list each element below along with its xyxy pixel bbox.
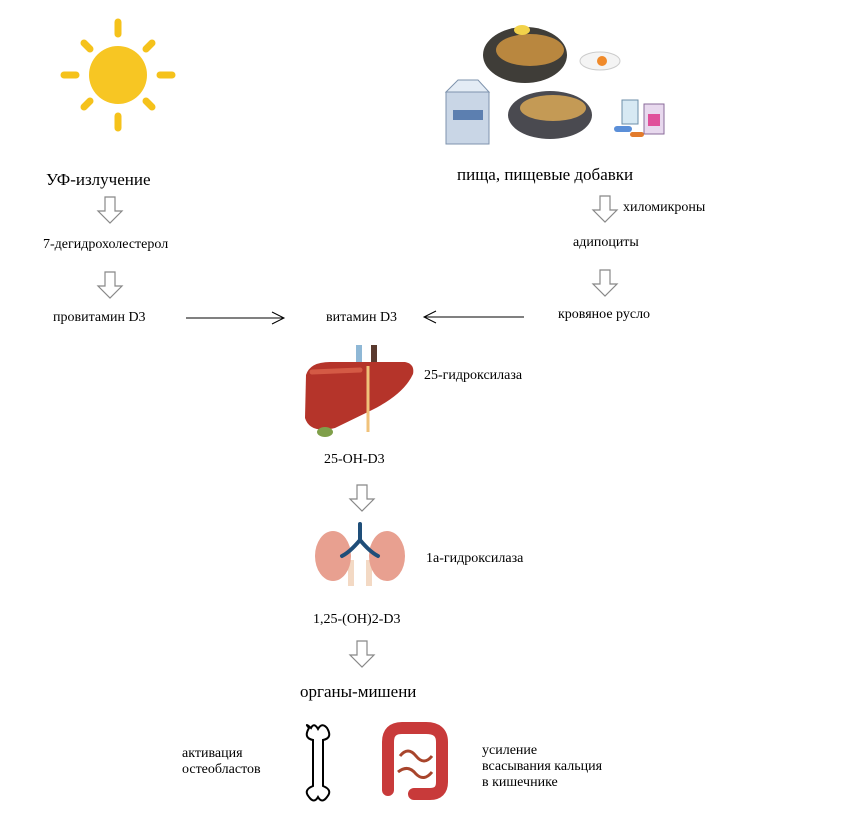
arrow-blood-to-vitamin — [422, 310, 524, 324]
bone-effect-line-2: остеобластов — [182, 762, 261, 777]
uv-radiation-label: УФ-излучение — [46, 170, 151, 189]
arrow-uv-to-dhc — [96, 196, 124, 224]
intestine-effect-text: усиление всасывания кальция в кишечнике — [482, 743, 652, 791]
vitamin-d3-label: витамин D3 — [326, 310, 398, 325]
hydroxylase-1a-label: 1а-гидроксилаза — [426, 551, 524, 566]
adipocytes-label: адипоциты — [573, 235, 639, 250]
arrow-125ohd3-to-targets — [348, 640, 376, 668]
food-supplements-icon — [444, 25, 665, 145]
metabolite-25-oh-d3-label: 25-OH-D3 — [324, 452, 385, 467]
arrow-food-to-adipocytes — [591, 195, 619, 223]
arrow-dhc-to-provitamin — [96, 271, 124, 299]
dehydrocholesterol-label: 7-дегидрохолестерол — [43, 237, 169, 252]
bone-effect-text: активация остеобластов — [182, 746, 352, 778]
arrow-provitamin-to-vitamin — [186, 311, 286, 325]
intestine-effect-line-3: в кишечнике — [482, 775, 558, 790]
bone-effect-line-1: активация — [182, 746, 243, 761]
food-label: пища, пищевые добавки — [457, 165, 634, 184]
intestine-effect-line-2: всасывания кальция — [482, 759, 603, 774]
chylomicrons-label: хиломикроны — [623, 200, 706, 215]
target-organs-label: органы-мишени — [300, 682, 417, 701]
hydroxylase-25-label: 25-гидроксилаза — [424, 368, 523, 383]
provitamin-label: провитамин D3 — [53, 310, 146, 325]
sun-icon — [60, 18, 176, 132]
intestine-effect-line-1: усиление — [482, 743, 538, 758]
bloodstream-label: кровяное русло — [558, 307, 651, 322]
intestine-icon — [382, 722, 448, 800]
kidneys-icon — [315, 522, 405, 586]
arrow-adipocytes-to-blood — [591, 269, 619, 297]
metabolite-125-oh2-d3-label: 1,25-(OH)2-D3 — [313, 612, 401, 627]
arrow-25ohd3-to-kidney — [348, 484, 376, 512]
liver-icon — [305, 345, 414, 437]
bone-icon — [305, 724, 331, 802]
